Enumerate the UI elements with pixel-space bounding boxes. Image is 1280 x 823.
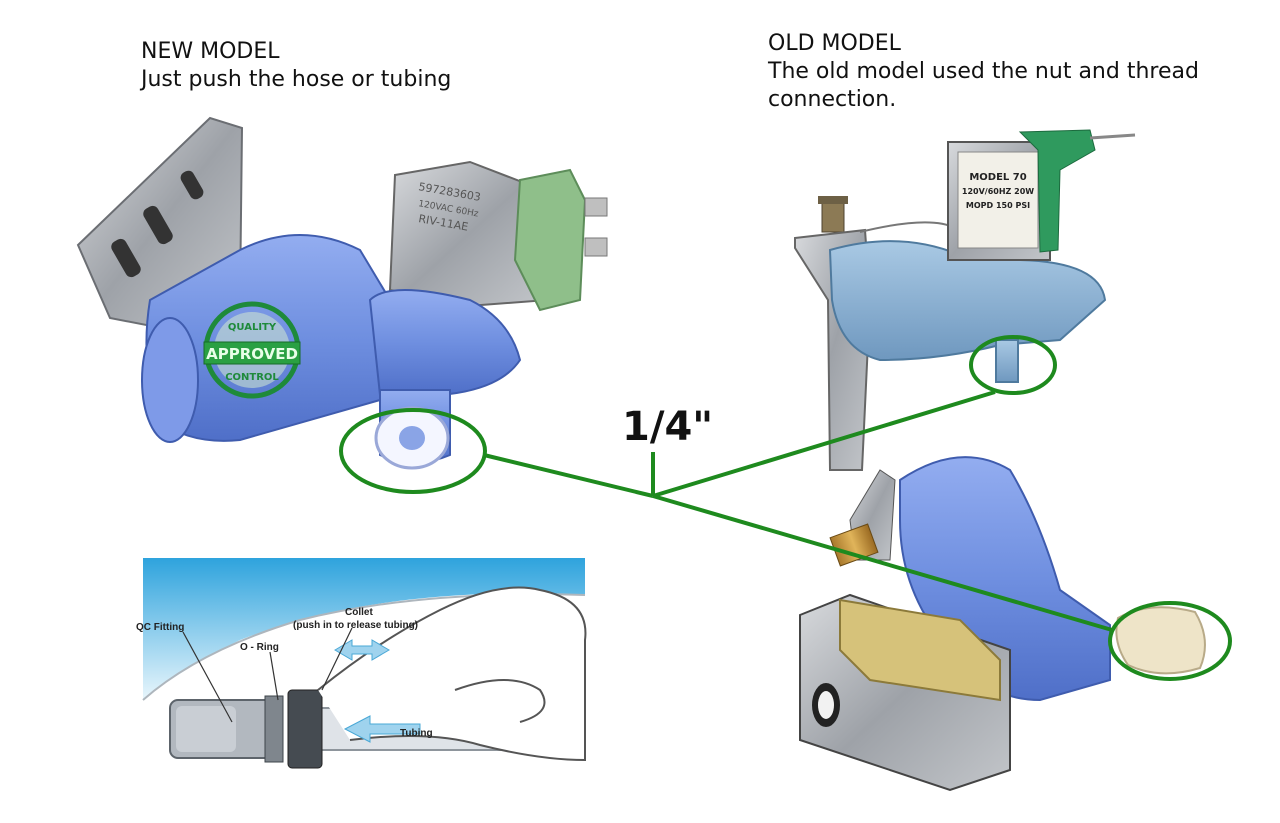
old-model-title: OLD MODEL [768, 31, 901, 56]
old-valve-pressure-text: MOPD 150 PSI [966, 201, 1030, 210]
push-fit-valve-rear-view [799, 456, 1206, 792]
old-valve-model-text: MODEL 70 [969, 172, 1026, 183]
inset-collet-note: (push in to release tubing) [293, 620, 418, 631]
push-fit-inset-diagram: QC Fitting O - Ring Collet (push in to r… [136, 558, 587, 769]
seal-top-text: QUALITY [228, 322, 277, 333]
old-model-description: The old model used the nut and thread co… [768, 59, 1199, 112]
inset-o-ring-label: O - Ring [240, 642, 279, 653]
old-model-caption: OLD MODEL The old model used the nut and… [768, 30, 1268, 114]
new-outlet-callout-circle [339, 408, 487, 494]
old-valve-rating-text: 120V/60HZ 20W [962, 187, 1034, 196]
old-model-valve: MODEL 70 120V/60HZ 20W MOPD 150 PSI [794, 129, 1136, 471]
inset-tubing-label: Tubing [400, 728, 433, 739]
rear-fitting-callout-circle [1108, 601, 1232, 681]
old-outlet-callout-circle [969, 335, 1057, 395]
new-model-title: NEW MODEL [141, 39, 280, 64]
callout-lines [339, 335, 1232, 681]
quarter-inch-dimension-label: 1/4" [622, 404, 714, 450]
new-model-caption: NEW MODEL Just push the hose or tubing [141, 38, 451, 94]
new-model-description: Just push the hose or tubing [141, 67, 452, 92]
seal-middle-text: APPROVED [206, 345, 298, 363]
seal-bottom-text: CONTROL [225, 372, 279, 383]
inset-collet-label: Collet [345, 607, 373, 618]
new-model-valve: 597283603 120VAC 60Hz RIV-11AE QUALITY A… [76, 116, 608, 470]
inset-qc-fitting-label: QC Fitting [136, 622, 184, 633]
quality-approved-seal: QUALITY APPROVED CONTROL [203, 301, 301, 399]
